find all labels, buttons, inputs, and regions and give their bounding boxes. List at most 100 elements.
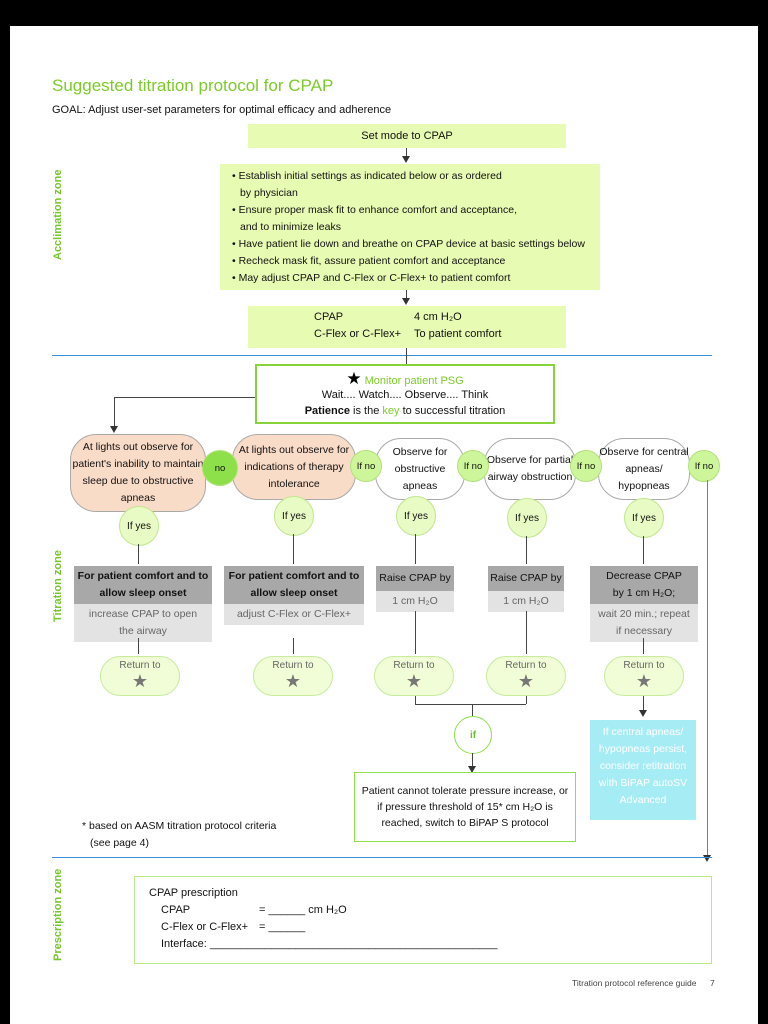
- return-to-label: Return to: [393, 660, 435, 671]
- return-to-button: Return to ★: [100, 656, 180, 696]
- footer-guide-title: Titration protocol reference guide: [572, 978, 697, 988]
- connector: [406, 290, 407, 298]
- cflex-setting-value: To patient comfort: [414, 328, 502, 340]
- arrow-down-icon: [402, 298, 410, 305]
- if-no-connector: If no: [570, 450, 602, 482]
- bipap-switch-note: Patient cannot tolerate pressure increas…: [354, 772, 576, 842]
- action-box: For patient comfort and to allow sleep o…: [74, 566, 212, 642]
- monitor-rest: to successful titration: [402, 405, 506, 417]
- connector: [406, 148, 407, 158]
- connector: [643, 638, 644, 654]
- star-icon: ★: [635, 671, 653, 691]
- key-word: key: [382, 405, 400, 417]
- is-the-text: is the: [353, 405, 380, 417]
- action-body: 1 cm H₂O: [376, 591, 454, 612]
- observation-oval: At lights out observe for indications of…: [232, 434, 356, 500]
- observation-oval: Observe for central apneas/ hypopneas: [598, 438, 690, 500]
- action-head: For patient comfort and to allow sleep o…: [224, 566, 364, 604]
- action-head: Raise CPAP by: [488, 566, 564, 591]
- bullet-item: • Have patient lie down and breathe on C…: [232, 238, 585, 250]
- if-yes-connector: If yes: [507, 498, 547, 538]
- arrow-down-icon: [402, 156, 410, 163]
- return-to-button: Return to ★: [374, 656, 454, 696]
- page-number: 7: [710, 978, 715, 988]
- return-to-label: Return to: [272, 660, 314, 671]
- prescription-zone-label: Prescription zone: [52, 868, 64, 961]
- monitor-psg-box: ★ Monitor patient PSG Wait.... Watch....…: [255, 364, 555, 424]
- action-box: Raise CPAP by 1 cm H₂O: [488, 566, 564, 612]
- cflex-setting-label: C-Flex or C-Flex+: [314, 328, 402, 340]
- goal-text: GOAL: Adjust user-set parameters for opt…: [52, 104, 392, 116]
- zone-divider: [52, 857, 712, 858]
- central-apnea-note: If central apneas/ hypopneas persist, co…: [590, 720, 696, 820]
- if-yes-connector: If yes: [274, 496, 314, 536]
- prescription-cpap-label: CPAP: [161, 904, 191, 916]
- titration-zone-label: Titration zone: [52, 550, 64, 622]
- zone-divider: [52, 355, 712, 356]
- connector: [293, 638, 294, 654]
- return-to-label: Return to: [505, 660, 547, 671]
- connector: [114, 397, 115, 427]
- connector: [707, 480, 708, 856]
- bullet-item: • Ensure proper mask fit to enhance comf…: [232, 204, 517, 216]
- star-icon: ★: [346, 369, 362, 388]
- set-mode-box: Set mode to CPAP: [248, 124, 566, 148]
- action-head: Raise CPAP by: [376, 566, 454, 591]
- return-to-label: Return to: [623, 660, 665, 671]
- connector: [293, 534, 294, 564]
- observation-oval: Observe for partial airway obstruction: [484, 438, 576, 500]
- observation-oval: At lights out observe for patient's inab…: [70, 434, 206, 512]
- footnote-line: * based on AASM titration protocol crite…: [82, 820, 277, 832]
- monitor-line: Wait.... Watch.... Observe.... Think: [321, 389, 489, 401]
- connector: [472, 704, 473, 716]
- connector: [415, 534, 416, 564]
- prescription-cflex-label: C-Flex or C-Flex+: [161, 921, 249, 933]
- connector: [526, 536, 527, 564]
- return-to-button: Return to ★: [486, 656, 566, 696]
- star-icon: ★: [405, 671, 423, 691]
- if-no-connector: If no: [688, 450, 720, 482]
- action-body: 1 cm H₂O: [488, 591, 564, 612]
- connector: [472, 753, 473, 767]
- action-head: For patient comfort and to allow sleep o…: [74, 566, 212, 604]
- star-icon: ★: [284, 671, 302, 691]
- connector: [406, 348, 407, 364]
- bullet-item: • Establish initial settings as indicate…: [232, 170, 502, 182]
- page-title: Suggested titration protocol for CPAP: [52, 76, 334, 95]
- action-box: For patient comfort and to allow sleep o…: [224, 566, 364, 625]
- initial-settings-box: CPAP 4 cm H₂O C-Flex or C-Flex+ To patie…: [248, 306, 566, 348]
- return-to-button: Return to ★: [604, 656, 684, 696]
- return-to-button: Return to ★: [253, 656, 333, 696]
- if-yes-connector: If yes: [396, 496, 436, 536]
- action-head: Decrease CPAP by 1 cm H₂O;: [590, 566, 698, 604]
- if-yes-connector: If yes: [624, 498, 664, 538]
- footnote-line: (see page 4): [90, 837, 149, 849]
- monitor-title: Monitor patient PSG: [364, 375, 464, 387]
- action-box: Decrease CPAP by 1 cm H₂O; wait 20 min.;…: [590, 566, 698, 642]
- bullet-item: by physician: [240, 187, 298, 199]
- if-yes-connector: If yes: [119, 506, 159, 546]
- no-connector: no: [202, 450, 238, 486]
- connector: [415, 704, 526, 705]
- connector: [138, 638, 139, 654]
- if-no-connector: If no: [350, 450, 382, 482]
- action-body: increase CPAP to open the airway: [74, 604, 212, 642]
- footnote: * based on AASM titration protocol crite…: [82, 818, 276, 852]
- bullet-item: • May adjust CPAP and C-Flex or C-Flex+ …: [232, 272, 511, 284]
- connector: [526, 611, 527, 654]
- prescription-box: CPAP prescription CPAP = ______ cm H₂O C…: [134, 876, 712, 964]
- connector: [138, 544, 139, 564]
- star-icon: ★: [131, 671, 149, 691]
- cpap-setting-value: 4 cm H₂O: [414, 311, 462, 323]
- connector: [643, 696, 644, 712]
- prescription-interface: Interface: _____________________________…: [161, 938, 498, 950]
- page: Suggested titration protocol for CPAP GO…: [10, 26, 758, 1024]
- acclimation-zone-label: Acclimation zone: [52, 169, 64, 260]
- cpap-setting-label: CPAP: [314, 311, 344, 323]
- bullet-item: and to minimize leaks: [240, 221, 341, 233]
- arrow-down-icon: [468, 766, 476, 773]
- action-body: wait 20 min.; repeat if necessary: [590, 604, 698, 642]
- patience-word: Patience: [304, 405, 350, 417]
- connector: [114, 397, 255, 398]
- acclimation-instructions: • Establish initial settings as indicate…: [220, 164, 600, 290]
